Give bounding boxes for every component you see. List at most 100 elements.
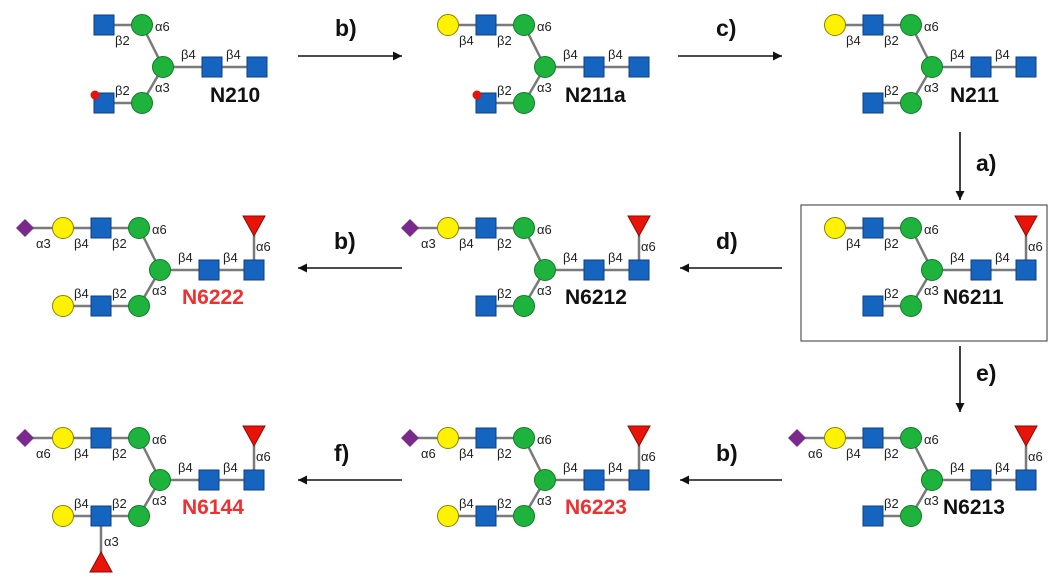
linkage-label: β4 — [995, 250, 1010, 265]
fucose-triangle-icon — [627, 215, 651, 238]
structure-name: N6144 — [182, 496, 244, 519]
mannose-circle-icon — [128, 217, 150, 239]
glcnac-square-icon — [90, 217, 112, 239]
arrow-head-icon — [680, 263, 689, 273]
glcnac-square-icon — [583, 259, 605, 281]
mannose-circle-icon — [513, 92, 535, 114]
mannose-circle-icon — [900, 505, 922, 527]
linkage-label: α3 — [152, 493, 167, 508]
mannose-circle-icon — [128, 505, 150, 527]
structure-name: N6212 — [565, 286, 627, 309]
linkage-label: α3 — [537, 283, 552, 298]
arrow-head-icon — [773, 51, 782, 61]
linkage-label: α6 — [641, 239, 656, 254]
mannose-circle-icon — [131, 92, 153, 114]
linkage-label: α6 — [152, 432, 167, 447]
reaction-step-label: d) — [716, 228, 738, 254]
glcnac-square-icon — [970, 469, 992, 491]
mannose-circle-icon — [900, 217, 922, 239]
red-dot-icon — [90, 90, 100, 100]
linkage-label: α3 — [421, 236, 436, 251]
linkage-label: β4 — [563, 250, 578, 265]
glcnac-square-icon — [198, 259, 220, 281]
linkage-label: α6 — [924, 222, 939, 237]
linkage-label: β2 — [112, 286, 127, 301]
glcnac-square-icon — [475, 505, 497, 527]
linkage-label: β2 — [884, 496, 899, 511]
linkage-label: α6 — [1028, 449, 1043, 464]
mannose-circle-icon — [921, 259, 943, 281]
linkage-label: β2 — [497, 496, 512, 511]
mannose-circle-icon — [513, 295, 535, 317]
linkage-label: α6 — [152, 222, 167, 237]
mannose-circle-icon — [900, 14, 922, 36]
reaction-arrow: b) — [298, 15, 402, 61]
linkage-label: β4 — [74, 446, 89, 461]
glcnac-square-icon — [862, 505, 884, 527]
reaction-arrow: a) — [955, 132, 996, 200]
linkage-label: α6 — [924, 432, 939, 447]
reaction-step-label: a) — [976, 150, 996, 176]
linkage-label: α6 — [256, 449, 271, 464]
structure-name: N211 — [950, 84, 999, 107]
sialic-acid-diamond-icon — [16, 219, 34, 237]
mannose-circle-icon — [128, 427, 150, 449]
glcnac-square-icon — [862, 92, 884, 114]
mannose-circle-icon — [534, 56, 556, 78]
linkage-label: β4 — [995, 460, 1010, 475]
reaction-arrow: d) — [680, 228, 782, 273]
galactose-circle-icon — [824, 427, 846, 449]
linkage-label: β2 — [884, 83, 899, 98]
glcnac-square-icon — [90, 505, 112, 527]
linkage-label: β4 — [846, 446, 861, 461]
linkage-label: α6 — [1028, 239, 1043, 254]
linkage-label: β2 — [115, 33, 130, 48]
glcnac-square-icon — [1015, 469, 1037, 491]
mannose-circle-icon — [513, 427, 535, 449]
linkage-label: β4 — [846, 236, 861, 251]
glcnac-square-icon — [475, 295, 497, 317]
linkage-label: α3 — [924, 283, 939, 298]
sialic-acid-diamond-icon — [16, 429, 34, 447]
glcnac-square-icon — [862, 217, 884, 239]
galactose-circle-icon — [52, 295, 74, 317]
glcnac-square-icon — [201, 56, 223, 78]
linkage-label: β2 — [497, 446, 512, 461]
arrow-head-icon — [298, 263, 307, 273]
galactose-circle-icon — [52, 217, 74, 239]
linkage-label: α3 — [924, 493, 939, 508]
linkage-label: β2 — [884, 446, 899, 461]
linkage-label: α3 — [537, 493, 552, 508]
structure-name: N6223 — [565, 496, 627, 519]
fucose-triangle-icon — [89, 550, 113, 573]
linkage-label: β2 — [497, 83, 512, 98]
galactose-circle-icon — [437, 505, 459, 527]
glcnac-square-icon — [475, 92, 497, 114]
glcnac-square-icon — [243, 469, 265, 491]
linkage-label: β4 — [459, 236, 474, 251]
linkage-label: β4 — [226, 47, 241, 62]
linkage-label: α3 — [155, 80, 170, 95]
glcnac-square-icon — [583, 469, 605, 491]
reaction-step-label: f) — [334, 440, 349, 466]
structure-name: N6211 — [943, 286, 1004, 309]
glcnac-square-icon — [93, 92, 115, 114]
linkage-label: β4 — [846, 33, 861, 48]
sialic-acid-diamond-icon — [401, 429, 419, 447]
structure-name: N210 — [210, 84, 260, 107]
glcnac-square-icon — [862, 427, 884, 449]
arrow-head-icon — [680, 475, 689, 485]
linkage-label: α3 — [104, 534, 119, 549]
glcnac-square-icon — [93, 14, 115, 36]
mannose-circle-icon — [149, 259, 171, 281]
linkage-label: α6 — [537, 222, 552, 237]
glcnac-square-icon — [583, 56, 605, 78]
linkage-label: α3 — [924, 80, 939, 95]
